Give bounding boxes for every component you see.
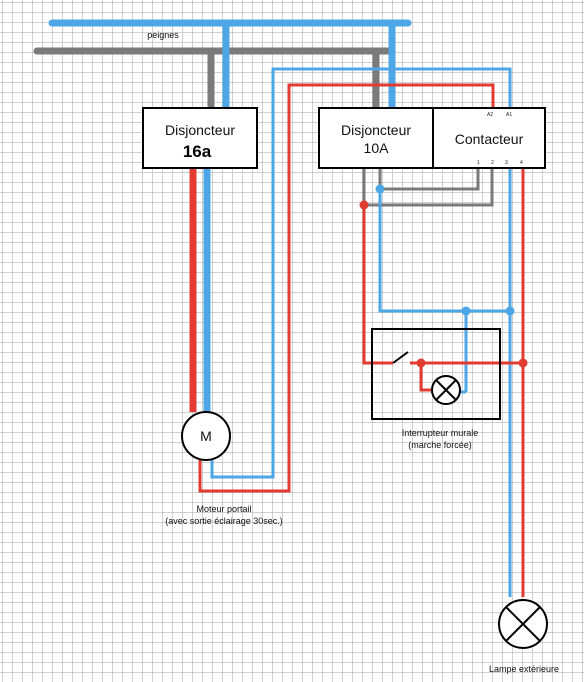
control-link-2 (378, 168, 480, 191)
junction-dot (461, 306, 471, 316)
contactor-pin-3: 3 (505, 160, 508, 166)
switch-contact (392, 351, 409, 364)
switch-caption-detail: (marche forcée) (408, 440, 472, 450)
contactor-pin-a2: A2 (487, 112, 494, 118)
contactor-pin-4: 4 (520, 160, 523, 166)
indicator-lamp-cross (435, 379, 457, 401)
contactor-pin-1: 1 (477, 160, 480, 166)
motor-icon (181, 411, 231, 461)
indicator-phase-link (419, 363, 432, 392)
motor-caption-detail: (avec sortie éclairage 30sec.) (165, 516, 283, 526)
junction-dot (375, 184, 385, 194)
breaker-16a: Disjoncteur 16a (142, 107, 258, 169)
motor-light-neutral-return (210, 67, 512, 479)
motor-symbol-label: M (200, 428, 212, 444)
junction-dot (416, 358, 426, 368)
junction-dot (359, 200, 369, 210)
breaker-title: Disjoncteur (340, 122, 412, 138)
breaker-rating: 10A (363, 140, 389, 156)
breaker-title: Disjoncteur (164, 122, 236, 138)
motor-caption: Moteur portail (196, 504, 252, 514)
switch-caption: Interrupteur murale (401, 428, 479, 438)
contactor-title: Contacteur (454, 131, 524, 147)
switch-phase-feed (362, 205, 393, 365)
contactor-pin-2: 2 (491, 160, 494, 166)
contactor: A2 A1 Contacteur 1 2 3 4 (432, 107, 546, 169)
contactor-pin-a1: A1 (506, 112, 513, 118)
junction-dot (518, 358, 528, 368)
breaker-rating: 16a (182, 142, 212, 161)
combs-label: peignes (147, 30, 179, 40)
outdoor-lamp-cross (505, 606, 541, 642)
lamp-caption: Lampe extérieure (488, 664, 560, 674)
breaker-10a: Disjoncteur 10A (318, 107, 434, 169)
control-link-1 (362, 168, 494, 207)
junction-dot (505, 306, 515, 316)
wall-switch-box (371, 328, 501, 420)
neutral-distribution (378, 189, 510, 313)
motor-light-phase-output (198, 83, 495, 493)
